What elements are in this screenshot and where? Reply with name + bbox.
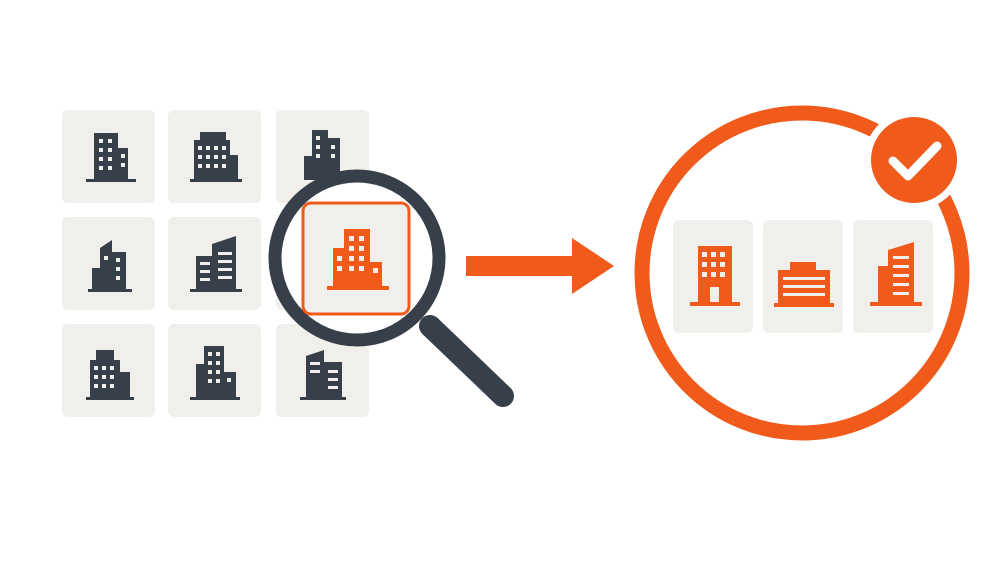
- office-building-icon: [774, 262, 834, 307]
- result-tile: [763, 220, 843, 333]
- highlighted-building-tile: [301, 201, 411, 316]
- grid-tile: [62, 324, 155, 417]
- result-tile: [673, 220, 753, 333]
- office-building-icon: [190, 132, 242, 182]
- office-building-icon: [327, 229, 389, 290]
- checkmark-badge: [864, 110, 964, 210]
- result-circle: [634, 105, 970, 441]
- office-building-icon: [870, 242, 922, 306]
- grid-tile: [62, 110, 155, 203]
- grid-tile: [276, 324, 369, 417]
- arrow-right-icon: [466, 238, 614, 294]
- grid-tile: [62, 217, 155, 310]
- office-building-icon: [86, 133, 136, 182]
- result-tile: [853, 220, 933, 333]
- office-building-icon: [88, 240, 132, 292]
- grid-tile: [168, 324, 261, 417]
- office-building-icon: [86, 350, 134, 400]
- office-building-icon: [300, 350, 346, 400]
- magnifying-glass-icon: [268, 169, 514, 407]
- checkmark-icon: [888, 141, 942, 181]
- office-building-icon: [190, 346, 240, 400]
- office-building-icon: [190, 236, 242, 292]
- grid-tile: [168, 217, 261, 310]
- office-building-icon: [304, 130, 340, 180]
- office-building-icon: [690, 246, 740, 306]
- grid-tile: [168, 110, 261, 203]
